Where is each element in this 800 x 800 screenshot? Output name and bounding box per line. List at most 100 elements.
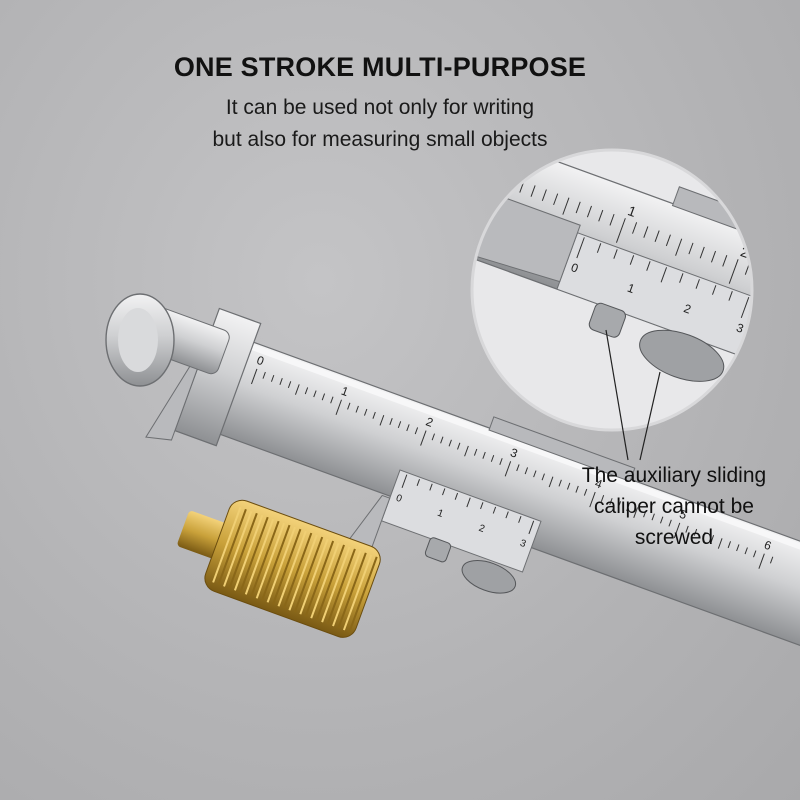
main-tick — [473, 448, 478, 456]
main-tick — [379, 414, 385, 426]
main-label-6: 6 — [762, 538, 773, 554]
main-tick — [769, 556, 774, 564]
vernier-tick — [401, 474, 408, 488]
inset-main-tick — [586, 205, 592, 218]
main-tick — [566, 482, 571, 490]
cap-top-face — [118, 308, 158, 372]
knurl-ridge — [233, 514, 264, 591]
inset-main-tick — [757, 267, 761, 278]
vernier-tick — [454, 492, 459, 500]
knurl-ridge — [342, 554, 373, 631]
knurl-ridge — [266, 526, 296, 603]
main-tick — [420, 430, 427, 446]
knurl-ridge — [337, 552, 367, 629]
inset-vernier-ticks — [576, 237, 750, 319]
main-tick — [548, 476, 554, 488]
main-tick — [313, 390, 317, 398]
inset-main-tick — [553, 193, 559, 206]
vernier-tick — [518, 515, 522, 523]
callout-line-3: screwed — [634, 526, 714, 549]
inset-main-tick — [699, 246, 705, 259]
main-tick — [524, 467, 529, 475]
inset-vernier-tick — [646, 261, 651, 271]
main-tick — [304, 387, 309, 395]
main-tick — [600, 495, 605, 502]
inset-border — [470, 148, 754, 432]
pen-cap — [105, 293, 230, 387]
callout-line-1: The auxiliary sliding — [581, 464, 767, 487]
main-tick — [673, 522, 681, 539]
main-scale-labels: 0 1 2 3 4 5 6 — [255, 353, 774, 553]
vernier-label-2: 2 — [477, 523, 486, 535]
inset-main-tick — [598, 209, 604, 222]
main-tick — [440, 436, 444, 444]
knurl-ridge — [277, 530, 307, 607]
knurl-ridge — [315, 544, 345, 621]
vernier-label-3: 3 — [518, 538, 527, 550]
knurl-ridge — [332, 550, 362, 627]
callout-line-b — [639, 371, 661, 461]
main-tick — [464, 445, 469, 457]
inset-main-tick — [722, 255, 728, 267]
main-scale-ticks — [250, 368, 774, 569]
caliper-main: 0 1 2 3 4 5 6 0 1 2 3 — [145, 307, 800, 674]
knurl-ridge — [326, 548, 356, 625]
knurl-ridge — [228, 512, 258, 589]
knurl-ridge — [217, 508, 247, 585]
inset-vernier-tick — [596, 243, 602, 253]
main-tick — [516, 464, 520, 472]
main-tick — [633, 507, 638, 518]
magnifier-inset: 1 2 0 1 2 3 — [470, 148, 794, 432]
main-tick — [279, 378, 283, 385]
knurl-ridge — [261, 524, 291, 601]
main-tick — [294, 384, 300, 395]
knurl-ridge — [239, 516, 269, 593]
inset-vernier-label-0: 0 — [569, 260, 580, 276]
main-tick — [589, 491, 596, 508]
main-tick — [457, 442, 461, 450]
main-tick — [575, 485, 579, 493]
knurl-ridge — [348, 556, 378, 633]
vernier-tick — [416, 479, 420, 486]
brass-nozzle — [177, 499, 381, 638]
top-rail — [488, 416, 636, 482]
brass-knurling — [212, 506, 378, 633]
main-label-0: 0 — [255, 353, 266, 369]
callout-text: The auxiliary sliding caliper cannot be … — [558, 460, 790, 553]
main-tick — [414, 427, 419, 435]
inset-vernier-tick — [712, 285, 717, 295]
inset-vernier-tick — [613, 249, 618, 259]
main-tick — [609, 498, 613, 506]
main-label-3: 3 — [509, 445, 520, 461]
main-tick — [685, 525, 689, 533]
beam-edge-highlight — [228, 335, 800, 588]
main-tick — [533, 470, 537, 478]
knurl-ridge — [293, 536, 324, 613]
inset-vernier-tick — [629, 255, 635, 265]
main-tick — [287, 381, 292, 389]
inset-vernier-tick — [660, 267, 668, 283]
inset-main-tick — [665, 234, 671, 247]
main-tick — [710, 535, 715, 542]
vernier-label-0: 0 — [394, 493, 403, 505]
inset-thumb-wheel — [639, 329, 725, 382]
knurl-ridge — [212, 506, 242, 583]
vernier-tick — [528, 520, 535, 535]
main-tick — [347, 402, 351, 410]
knurl-ridge — [283, 532, 313, 609]
inset-vernier-tick — [728, 291, 733, 301]
vernier-ticks — [401, 474, 535, 535]
inset-main-tick — [609, 213, 615, 226]
main-tick — [330, 396, 334, 404]
main-tick — [693, 528, 698, 536]
subtitle-line-1: It can be used not only for writing — [225, 96, 535, 119]
main-tick — [397, 421, 402, 429]
main-tick — [372, 411, 376, 419]
brass-thread — [177, 511, 226, 559]
main-tick — [651, 513, 655, 521]
main-tick — [558, 479, 562, 487]
main-tick — [321, 393, 326, 401]
main-tick — [482, 451, 486, 459]
knurl-ridge — [304, 540, 335, 617]
inset-main-tick — [788, 280, 794, 297]
